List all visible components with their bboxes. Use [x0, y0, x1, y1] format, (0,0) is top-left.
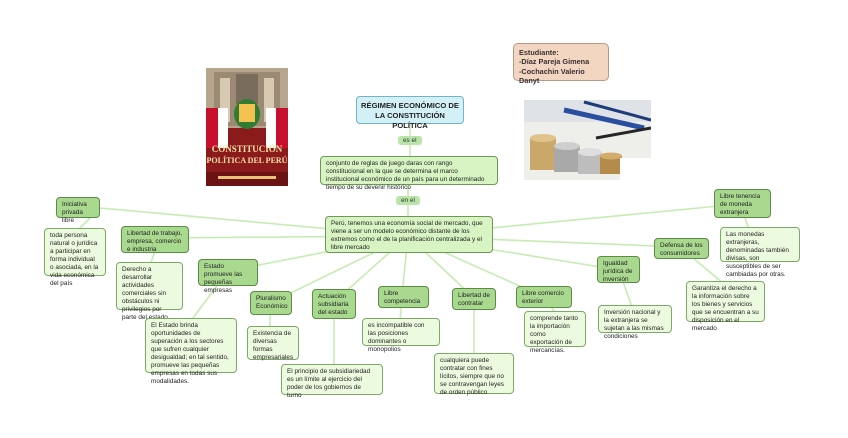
node-pluralismo: Pluralismo Económico — [250, 291, 292, 315]
student-heading: Estudiante: — [519, 48, 559, 57]
node-tenencia: Libre tenencia de moneda extranjera — [714, 189, 771, 218]
node-competencia-desc: es incompatible con las posiciones domin… — [362, 318, 440, 353]
node-consumidores: Defensa de los consumidores — [654, 238, 709, 259]
student-box: Estudiante: -Díaz Pareja Gimena -Cochach… — [513, 43, 609, 85]
node-igualdad: Igualdad jurídica de inversión — [597, 256, 640, 283]
node-comercio-exterior-desc: comprende tanto la importación como expo… — [524, 311, 586, 354]
node-consumidores-desc: Garantiza el derecho a la información so… — [686, 281, 765, 332]
node-igualdad-desc: Inversión nacional y la extranjera se su… — [598, 305, 672, 340]
book-title-line2: POLÍTICA DEL PERÚ — [206, 156, 288, 165]
student-name-2: -Cochachin Valerio Danyt — [519, 66, 585, 86]
node-competencia: Libre competencia — [378, 286, 429, 308]
node-iniciativa: Iniciativa privada libre — [56, 197, 100, 224]
node-estado-promueve: Estado promueve las pequeñas empresas — [198, 259, 258, 294]
node-tenencia-desc: Las monedas extranjeras, denominadas tam… — [720, 227, 800, 278]
definition-node: conjunto de reglas de juego daras con ra… — [320, 156, 498, 191]
main-title: RÉGIMEN ECONÓMICO DE LA CONSTITUCIÓN POL… — [356, 96, 464, 130]
node-contratar: Libertad de contratar — [452, 288, 496, 310]
node-libertad-trabajo-desc: Derecho a desarrollar actividades comerc… — [116, 262, 183, 321]
node-iniciativa-desc: toda persona natural o jurídica a partic… — [44, 228, 106, 287]
constitution-book-cover-image: CONSTITUCIÓN POLÍTICA DEL PERÚ — [206, 68, 288, 186]
node-actuacion-desc: El principio de subsidiariedad es un lím… — [281, 364, 383, 399]
student-name-1: -Díaz Pareja Gimena — [519, 57, 590, 67]
central-node: Perú, tenemos una economía social de mer… — [325, 216, 493, 253]
book-title-line1: CONSTITUCIÓN — [211, 144, 283, 154]
node-comercio-exterior: Libre comercio exterior — [516, 286, 572, 308]
node-actuacion: Actuación subsidiaria del estado — [312, 289, 356, 319]
connector-label-en-el: en el — [396, 196, 420, 205]
node-libertad-trabajo: Libertad de trabajo, empresa, comercio e… — [121, 226, 189, 253]
node-pluralismo-desc: Existencia de diversas formas empresaria… — [247, 326, 299, 361]
node-estado-promueve-desc: El Estado brinda oportunidades de supera… — [145, 318, 237, 385]
connector-label-es-el: es el — [398, 136, 422, 145]
coins-and-pens-image — [524, 100, 651, 180]
node-contratar-desc: cualquiera puede contratar con fines líc… — [434, 353, 514, 396]
